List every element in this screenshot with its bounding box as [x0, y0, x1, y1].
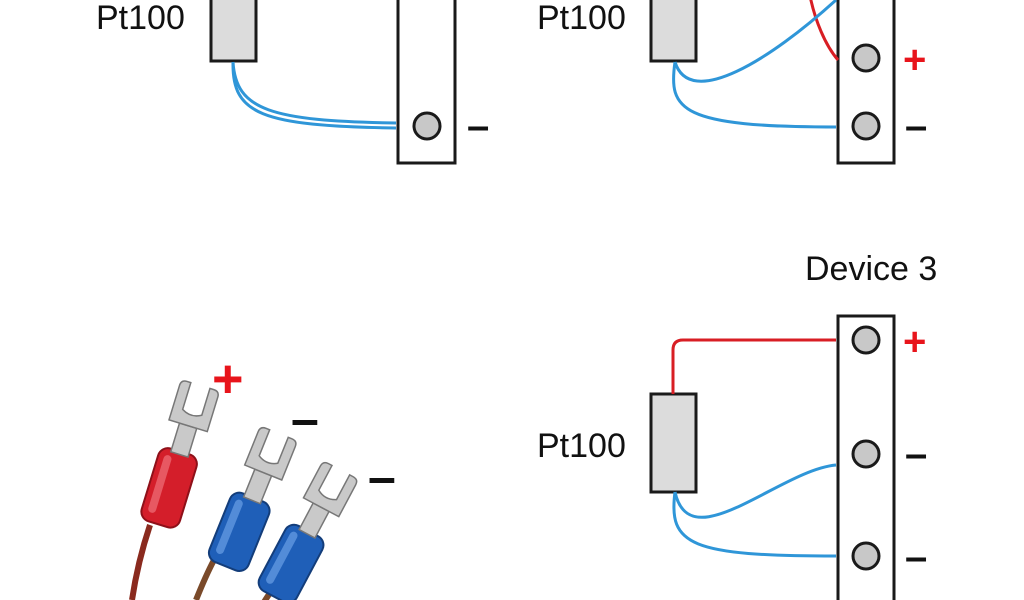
panel-two-wire: Pt100 –	[96, 0, 489, 165]
pt100-label: Pt100	[537, 0, 626, 37]
pt100-sensor	[209, 0, 258, 63]
wire-blue	[231, 61, 397, 125]
minus-sign: –	[467, 104, 489, 148]
terminal-screw	[851, 541, 881, 571]
blue-spade-lug	[257, 461, 358, 600]
red-spade-lug	[140, 380, 219, 529]
minus-sign: –	[291, 391, 319, 447]
panel-device-3: Device 3 Pt100 + – –	[537, 250, 937, 600]
wire-blue	[231, 61, 397, 130]
wire-red	[671, 338, 836, 394]
device-title: Device 3	[805, 250, 937, 288]
terminal-screw	[851, 111, 881, 141]
wire-blue	[672, 61, 837, 129]
wire-blue	[673, 0, 838, 83]
terminal-screw	[851, 439, 881, 469]
minus-sign: –	[905, 104, 927, 148]
plus-sign: +	[903, 38, 926, 82]
lead-wire-blue	[193, 558, 217, 600]
terminal-screw	[851, 325, 881, 355]
wire-red	[809, 0, 840, 61]
terminal-screw	[851, 43, 881, 73]
wire-blue	[672, 491, 837, 558]
blue-spade-lug	[207, 426, 297, 573]
pt100-sensor	[649, 0, 698, 63]
pt100-label: Pt100	[96, 0, 185, 37]
panel-three-wire: Pt100 + –	[537, 0, 927, 165]
pt100-sensor	[649, 392, 698, 494]
terminal-screw	[412, 111, 442, 141]
minus-sign: –	[905, 432, 927, 476]
plus-sign: +	[903, 320, 926, 364]
wire-blue	[673, 463, 837, 519]
minus-sign: –	[368, 449, 396, 505]
lead-wire-red	[129, 524, 153, 600]
minus-sign: –	[905, 535, 927, 579]
pt100-label: Pt100	[537, 427, 626, 465]
panel-spade-lugs: + – –	[129, 349, 396, 600]
